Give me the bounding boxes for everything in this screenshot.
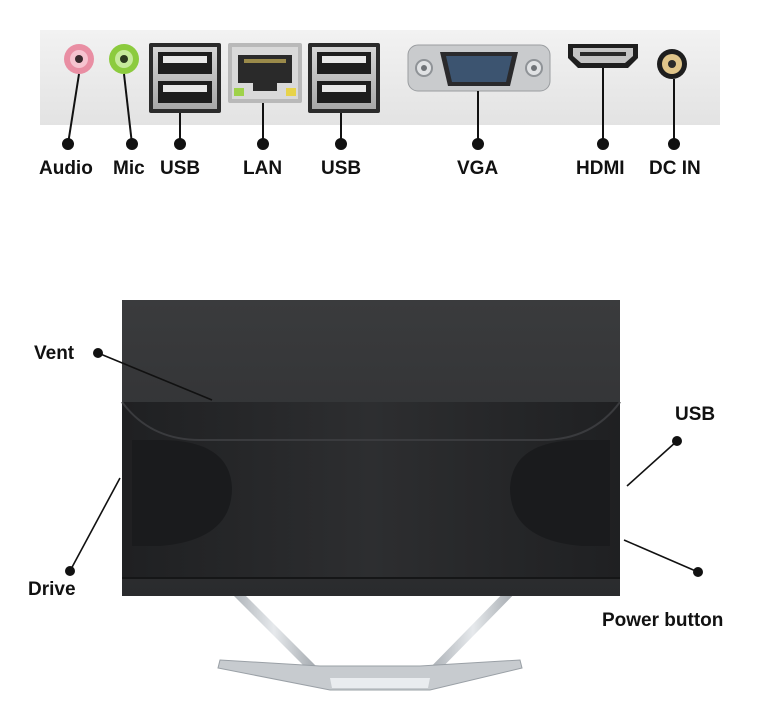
- lan-port-icon: [228, 43, 302, 103]
- port-label-usb-2: USB: [321, 158, 362, 179]
- port-label-hdmi: HDMI: [576, 158, 625, 179]
- dc-in-port-icon: [657, 49, 687, 79]
- vga-port-icon: [407, 44, 551, 92]
- side-leaders: [65, 348, 703, 577]
- callout-vent: Vent: [34, 343, 75, 364]
- callout-power-button: Power button: [602, 610, 724, 631]
- rear-panel: [40, 30, 720, 150]
- callout-usb: USB: [675, 404, 716, 425]
- stand: [217, 580, 528, 691]
- audio-jack-icon: [64, 44, 94, 74]
- port-label-mic: Mic: [113, 158, 145, 179]
- port-label-dc-in: DC IN: [649, 158, 701, 179]
- all-in-one-pc: [65, 300, 703, 691]
- usb-port-icon: [308, 43, 380, 113]
- usb-port-icon: [149, 43, 221, 113]
- port-label-audio: Audio: [39, 158, 93, 179]
- callout-drive: Drive: [28, 579, 76, 600]
- mic-jack-icon: [109, 44, 139, 74]
- hdmi-port-icon: [568, 44, 638, 68]
- rear-panel-leaders: [62, 68, 680, 150]
- port-label-lan: LAN: [243, 158, 283, 179]
- port-label-usb-1: USB: [160, 158, 201, 179]
- port-label-vga: VGA: [457, 158, 499, 179]
- rear-housing: [121, 401, 621, 579]
